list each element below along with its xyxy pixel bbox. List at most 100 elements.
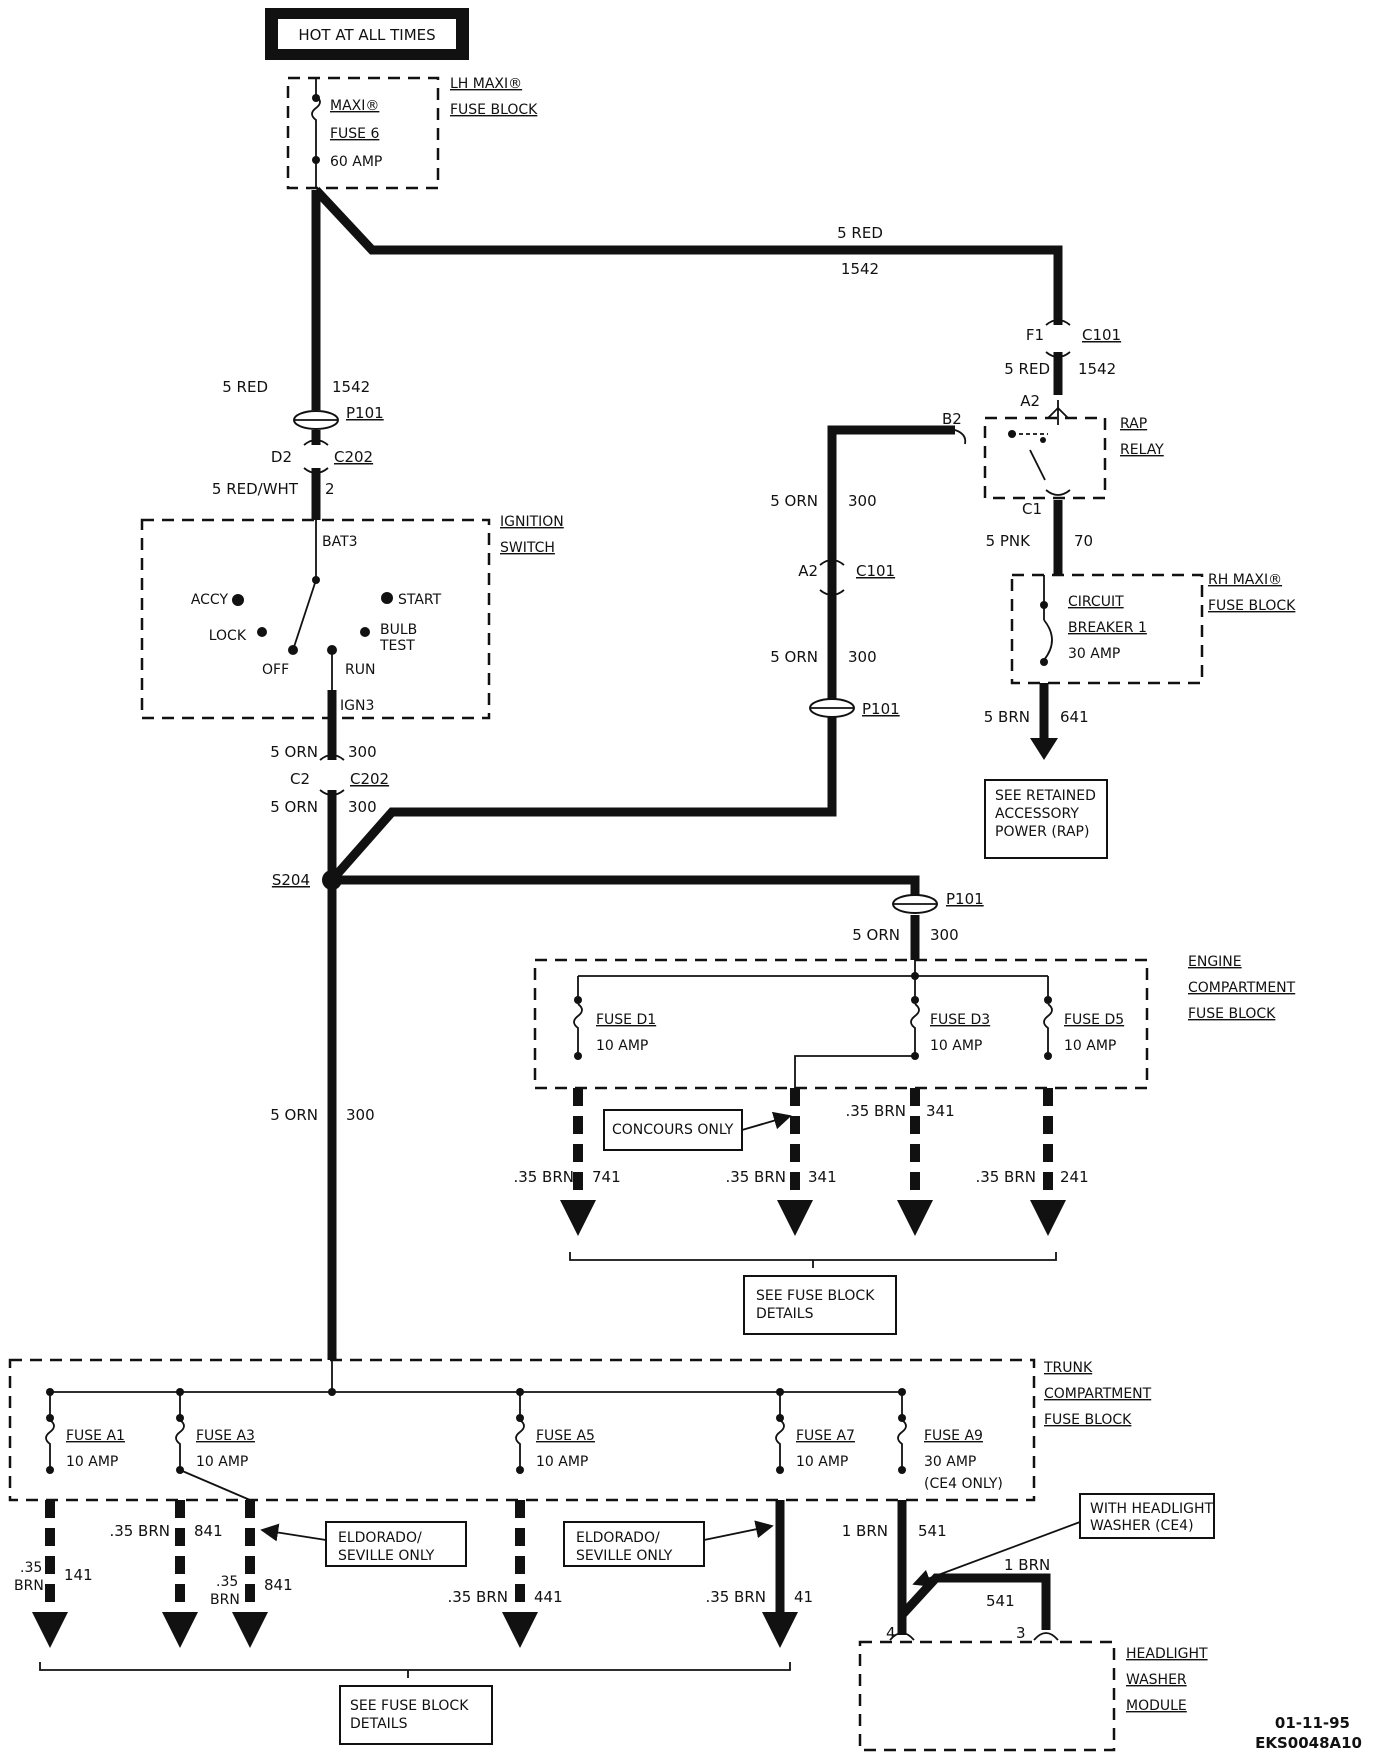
- washer-pin4: 4: [886, 1624, 896, 1642]
- fuse-d1-amp: 10 AMP: [596, 1038, 648, 1054]
- footer-date: 01-11-95: [1275, 1714, 1350, 1732]
- lh-fuse-line1: MAXI®: [330, 98, 379, 114]
- eng-out2-circuit: 341: [808, 1168, 837, 1186]
- p101-orn-gauge: 5 ORN: [852, 926, 900, 944]
- left-red-gauge: 5 RED: [222, 378, 268, 396]
- trunk-out1-circuit: 141: [64, 1566, 93, 1584]
- connector-p101-right: [892, 894, 938, 914]
- main-wires: [311, 186, 1063, 1360]
- rap-relay: RAP RELAY C1: [954, 400, 1164, 518]
- fuse-d5-name: FUSE D5: [1064, 1012, 1124, 1028]
- ign-orn1-circuit: 300: [348, 743, 377, 761]
- trunk-out3-gauge2: BRN: [210, 1592, 240, 1608]
- engine-see-line1: SEE FUSE BLOCK: [756, 1288, 875, 1304]
- lh-fuse-line3: 60 AMP: [330, 154, 382, 170]
- p101-left-label: P101: [346, 404, 384, 422]
- lh-block-line2: FUSE BLOCK: [450, 102, 538, 118]
- engine-title3: FUSE BLOCK: [1188, 1006, 1276, 1022]
- rap-reference-box: SEE RETAINED ACCESSORY POWER (RAP): [984, 779, 1108, 859]
- fuse-a9-name: FUSE A9: [924, 1428, 983, 1444]
- washer-wire1-gauge: 1 BRN: [842, 1522, 888, 1540]
- p101-right-label: P101: [946, 890, 984, 908]
- fuse-a3-amp: 10 AMP: [196, 1454, 248, 1470]
- engine-see-line2: DETAILS: [756, 1306, 814, 1322]
- with-washer-line1: WITH HEADLIGHT: [1090, 1501, 1214, 1517]
- trunk-fuse-block: FUSE A1 10 AMP FUSE A3 10 AMP FUSE A5 10…: [8, 1358, 1152, 1502]
- trunk-out2-circuit: 841: [194, 1522, 223, 1540]
- brn641-gauge: 5 BRN: [984, 708, 1030, 726]
- fuse-d1-name: FUSE D1: [596, 1012, 656, 1028]
- a2-relay-label: A2: [1020, 392, 1040, 410]
- trunk-out2-gauge: .35 BRN: [109, 1522, 170, 1540]
- cb-line2: BREAKER 1: [1068, 620, 1147, 636]
- c101-right-label: C101: [1082, 326, 1121, 344]
- ignition-start: START: [398, 592, 442, 608]
- rap-box-line3: POWER (RAP): [995, 824, 1089, 840]
- rap-line2: RELAY: [1120, 442, 1164, 458]
- washer-wire2-gauge: 1 BRN: [1004, 1556, 1050, 1574]
- ignition-lock: LOCK: [209, 628, 247, 644]
- eldorado1-line1: ELDORADO/: [338, 1530, 422, 1546]
- trunk-out4-circuit: 441: [534, 1588, 563, 1606]
- p101-orn-circuit: 300: [930, 926, 959, 944]
- trunk-out5-circuit: 41: [794, 1588, 813, 1606]
- eng-out3-gauge: .35 BRN: [845, 1102, 906, 1120]
- right-red-gauge: 5 RED: [1004, 360, 1050, 378]
- ignition-bulb1: BULB: [380, 622, 417, 638]
- left-red-circuit: 1542: [332, 378, 370, 396]
- trunk-title2: COMPARTMENT: [1044, 1386, 1152, 1402]
- rap-box-line2: ACCESSORY: [995, 806, 1079, 822]
- rap-box-line1: SEE RETAINED: [995, 788, 1096, 804]
- ign-orn2-gauge: 5 ORN: [270, 798, 318, 816]
- trunk-out4-gauge: .35 BRN: [447, 1588, 508, 1606]
- cb-line1: CIRCUIT: [1068, 594, 1124, 610]
- c2-label: C2: [290, 770, 310, 788]
- ign-orn2-circuit: 300: [348, 798, 377, 816]
- with-washer-line2: WASHER (CE4): [1090, 1518, 1194, 1534]
- connector-c202-top: [303, 439, 329, 474]
- lh-block-line1: LH MAXI®: [450, 76, 522, 92]
- trunk-title3: FUSE BLOCK: [1044, 1412, 1132, 1428]
- fuse-a5-name: FUSE A5: [536, 1428, 595, 1444]
- rh-block-line1: RH MAXI®: [1208, 572, 1282, 588]
- footer-code: EKS0048A10: [1255, 1734, 1362, 1752]
- a2-mid-label: A2: [798, 562, 818, 580]
- fuse-a7-amp: 10 AMP: [796, 1454, 848, 1470]
- trunk-out3-circuit: 841: [264, 1576, 293, 1594]
- connector-p101-left: [293, 410, 339, 430]
- connector-p101-mid: [809, 698, 855, 718]
- cb-line3: 30 AMP: [1068, 646, 1120, 662]
- pnk-gauge: 5 PNK: [986, 532, 1032, 550]
- fuse-a1-name: FUSE A1: [66, 1428, 125, 1444]
- eng-out4-gauge: .35 BRN: [975, 1168, 1036, 1186]
- main-orn-circuit: 300: [346, 1106, 375, 1124]
- lh-maxi-fuse-block: MAXI® FUSE 6 60 AMP LH MAXI® FUSE BLOCK: [286, 76, 538, 190]
- eng-out2-gauge: .35 BRN: [725, 1168, 786, 1186]
- fuse-a5-amp: 10 AMP: [536, 1454, 588, 1470]
- fuse-a1-amp: 10 AMP: [66, 1454, 118, 1470]
- lh-fuse-line2: FUSE 6: [330, 126, 379, 142]
- fuse-a9-amp: 30 AMP: [924, 1454, 976, 1470]
- c101-mid-label: C101: [856, 562, 895, 580]
- orn-mid-gauge: 5 ORN: [770, 648, 818, 666]
- connector-c101-top: [1045, 319, 1071, 358]
- engine-title2: COMPARTMENT: [1188, 980, 1296, 996]
- eldorado2-line2: SEVILLE ONLY: [576, 1548, 673, 1564]
- d2-label: D2: [271, 448, 292, 466]
- fuse-a9-note: (CE4 ONLY): [924, 1476, 1003, 1492]
- washer-wire2-circuit: 541: [986, 1592, 1015, 1610]
- b2-label: B2: [942, 410, 962, 428]
- ignition-bulb2: TEST: [379, 638, 415, 654]
- hot-at-all-times-box: HOT AT ALL TIMES: [265, 8, 469, 60]
- red-wht-gauge: 5 RED/WHT: [212, 480, 299, 498]
- hot-label: HOT AT ALL TIMES: [298, 26, 435, 44]
- f1-label: F1: [1026, 326, 1044, 344]
- module-line2: WASHER: [1126, 1672, 1187, 1688]
- trunk-title1: TRUNK: [1043, 1360, 1093, 1376]
- top-run-gauge: 5 RED: [837, 224, 883, 242]
- right-red-circuit: 1542: [1078, 360, 1116, 378]
- washer-wire1-circuit: 541: [918, 1522, 947, 1540]
- trunk-out3-gauge1: .35: [216, 1574, 238, 1590]
- engine-outputs: SEE FUSE BLOCK DETAILS CONCOURS ONLY: [560, 1088, 1066, 1335]
